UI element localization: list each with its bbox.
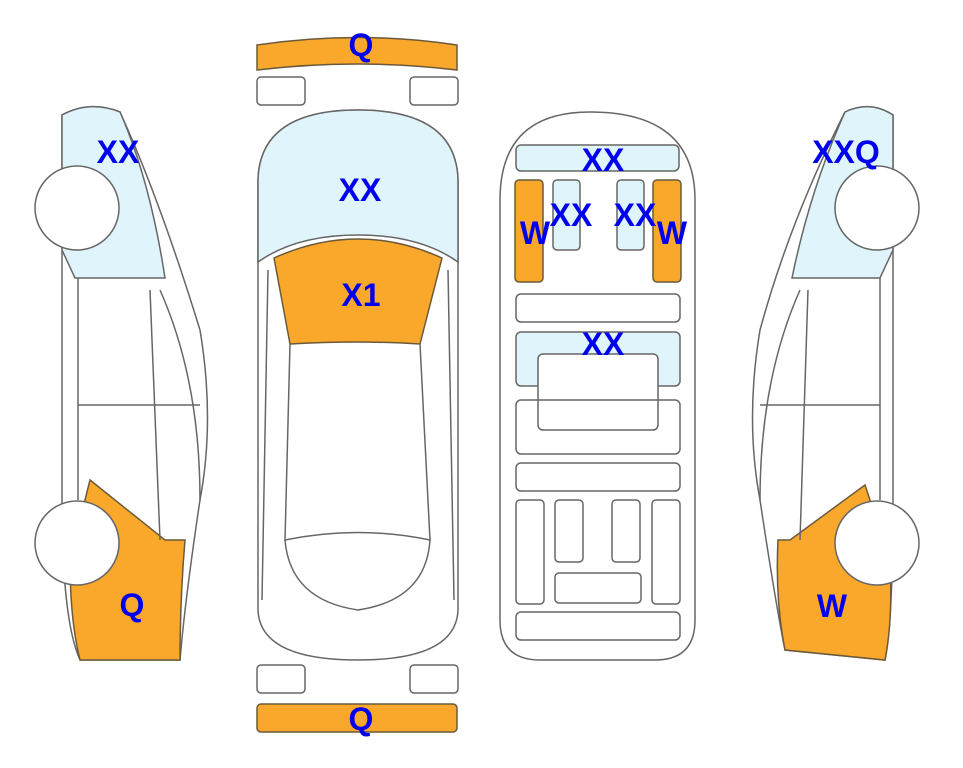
label-roof-rear: XX	[582, 326, 625, 362]
car-right-side-view	[751, 106, 920, 661]
front-bumper[interactable]	[256, 36, 458, 71]
cabin	[284, 343, 431, 541]
label-left-side-rear: Q	[120, 587, 145, 623]
label-seat-right: XX	[614, 197, 657, 233]
headlight-right	[409, 76, 459, 106]
label-seat-left: XX	[550, 197, 593, 233]
label-left-side-front: XX	[97, 134, 140, 170]
label-windshield: XX	[339, 172, 382, 208]
taillight-right	[409, 664, 459, 694]
right-rear-wheel	[834, 500, 920, 586]
left-rear-wheel	[34, 500, 120, 586]
label-roof-front: XX	[582, 142, 625, 178]
front-seat-left[interactable]	[552, 179, 581, 251]
dashboard[interactable]	[515, 144, 680, 172]
label-pillar-left: W	[520, 215, 551, 251]
taillight-left	[256, 664, 306, 694]
hood[interactable]	[273, 238, 443, 345]
right-front-wheel	[834, 165, 920, 251]
label-right-side-front: XXQ	[812, 134, 880, 170]
rear-window	[284, 539, 431, 611]
rear-bumper[interactable]	[256, 703, 458, 733]
label-pillar-right: W	[657, 215, 688, 251]
a-pillar-left[interactable]	[514, 179, 544, 283]
car-left-side-view	[34, 106, 209, 661]
windshield[interactable]	[257, 109, 459, 264]
a-pillar-right[interactable]	[652, 179, 682, 283]
label-right-side-rear: W	[817, 588, 848, 624]
front-seat-right[interactable]	[616, 179, 645, 251]
headlight-left	[256, 76, 306, 106]
left-front-wheel	[34, 165, 120, 251]
car-top-view	[256, 36, 459, 733]
label-rear-bumper: Q	[349, 701, 374, 737]
car-interior-view	[499, 111, 696, 661]
label-front-bumper: Q	[349, 27, 374, 63]
label-hood: X1	[341, 277, 380, 313]
